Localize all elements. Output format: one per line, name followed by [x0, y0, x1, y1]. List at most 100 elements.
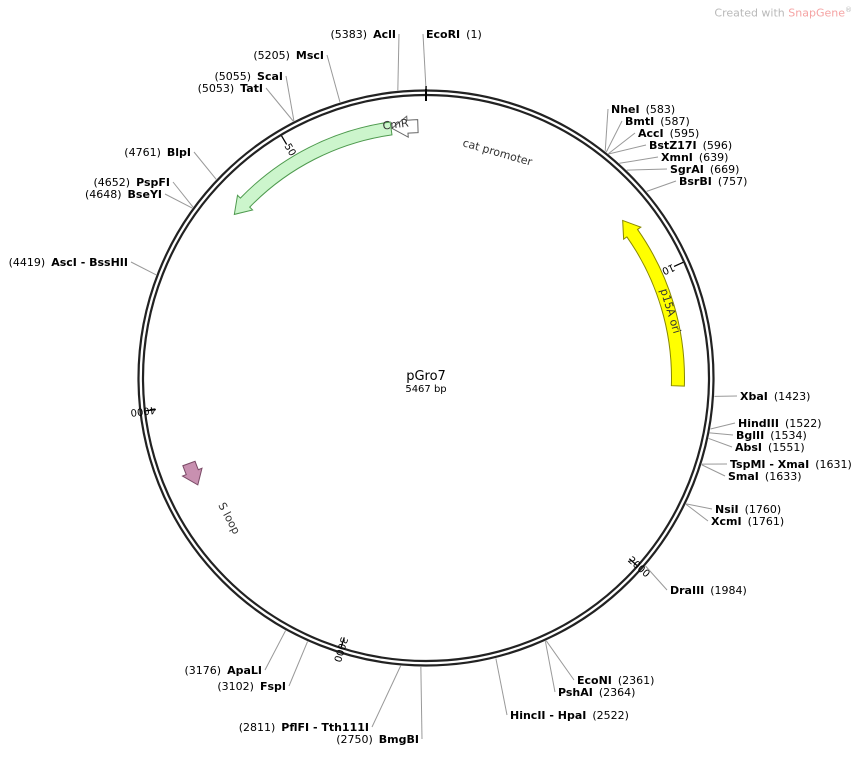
snapgene-credit: Created with SnapGene® — [714, 6, 852, 20]
site-fspi[interactable]: FspI(3102) — [217, 641, 308, 693]
site-acci[interactable]: AccI(595) — [608, 127, 699, 155]
site-name: BglII — [736, 429, 764, 442]
site-name: NheI — [611, 103, 640, 116]
site-leader — [709, 432, 734, 436]
site-position: (2811) — [239, 721, 276, 734]
site-name: MscI — [296, 49, 324, 62]
credit-prefix: Created with — [714, 6, 789, 20]
site-position: (757) — [718, 175, 748, 188]
site-name: SmaI — [728, 470, 759, 483]
site-name: EcoRI — [426, 28, 460, 41]
site-position: (2522) — [592, 709, 629, 722]
site-leader — [193, 151, 217, 180]
feature-cat-promoter — [391, 115, 419, 139]
site-tati[interactable]: TatI(5053) — [198, 82, 294, 122]
site-leader — [545, 640, 575, 681]
tick-1000 — [673, 261, 684, 268]
site-position: (4648) — [85, 188, 122, 201]
feature-cmr — [233, 121, 393, 216]
site-name: FspI — [260, 680, 286, 693]
site-leader — [397, 33, 400, 91]
site-bseyi[interactable]: BseYI (4648) — [85, 188, 193, 209]
site-xbai[interactable]: XbaI(1423) — [714, 390, 810, 403]
site-name: ScaI — [257, 70, 283, 83]
site-asci-bsshii[interactable]: AscI - BssHII(4419) — [9, 256, 157, 276]
site-position: (5383) — [331, 28, 368, 41]
tick-3000 — [340, 637, 345, 648]
site-xmni[interactable]: XmnI (639) — [619, 151, 728, 164]
credit-brand: SnapGene — [788, 6, 845, 20]
site-position: (5053) — [198, 82, 235, 95]
site-position: (2750) — [336, 733, 373, 746]
site-position: (587) — [660, 115, 690, 128]
site-absi[interactable]: AbsI(1551) — [708, 437, 805, 454]
site-leader — [686, 503, 713, 510]
site-leader — [326, 54, 341, 103]
site-leader — [544, 641, 556, 693]
site-sgrai[interactable]: SgrAI(669) — [626, 163, 740, 176]
site-leader — [265, 87, 294, 122]
site-position: (4419) — [9, 256, 46, 269]
site-msci[interactable]: MscI (5205) — [253, 49, 341, 103]
site-scai[interactable]: ScaI(5055) — [214, 70, 295, 122]
site-acli[interactable]: AclI (5383) — [331, 28, 400, 91]
site-name: NsiI — [715, 503, 739, 516]
site-leader — [130, 261, 157, 276]
site-hindiii[interactable]: HindIII (1522) — [710, 417, 822, 430]
site-name: AccI — [638, 127, 664, 140]
site-name: PflFI - Tth111I — [281, 721, 369, 734]
site-draiii[interactable]: DraIII(1984) — [645, 565, 747, 597]
site-leader — [285, 75, 295, 122]
site-position: (639) — [699, 151, 729, 164]
tick-label-4000: 4000 — [130, 404, 157, 418]
site-xcmi[interactable]: XcmI(1761) — [685, 503, 784, 528]
site-name: ApaLI — [227, 664, 262, 677]
site-position: (5205) — [253, 49, 290, 62]
site-leader — [619, 156, 659, 164]
site-bmti[interactable]: BmtI(587) — [605, 115, 690, 153]
site-name: EcoNI — [577, 674, 612, 687]
site-leader — [164, 193, 193, 209]
restriction-sites: EcoRI (1) AclI (5383) MscI (5205) ScaI(5055)Ta… — [9, 28, 852, 746]
site-position: (1633) — [765, 470, 802, 483]
site-nsii[interactable]: NsiI (1760) — [686, 503, 781, 516]
site-smai[interactable]: SmaI (1633) — [701, 464, 802, 483]
site-econi[interactable]: EcoNI(2361) — [545, 640, 654, 687]
site-position: (1) — [466, 28, 482, 41]
site-bglii[interactable]: BglII (1534) — [709, 429, 807, 442]
site-name: HindIII — [738, 417, 779, 430]
site-pspfi[interactable]: PspFI(4652) — [94, 176, 194, 208]
site-position: (1760) — [745, 503, 782, 516]
site-name: AclI — [373, 28, 396, 41]
site-leader — [708, 437, 733, 448]
site-apali[interactable]: ApaLI(3176) — [185, 630, 287, 677]
site-pshai[interactable]: PshAI(2364) — [544, 641, 635, 699]
site-leader — [604, 108, 609, 152]
site-leader — [420, 666, 423, 740]
site-blpi[interactable]: BlpI(4761) — [124, 146, 217, 180]
site-name: PspFI — [136, 176, 170, 189]
site-bstz17i[interactable]: BstZ17I(596) — [608, 139, 733, 155]
site-position: (4761) — [124, 146, 161, 159]
site-pflfi-tth111i[interactable]: PflFI - Tth111I (2811) — [239, 665, 402, 734]
site-position: (1423) — [774, 390, 811, 403]
site-bmgbi[interactable]: BmgBI(2750) — [336, 666, 423, 746]
site-position: (1631) — [815, 458, 852, 471]
site-name: HincII - HpaI — [510, 709, 586, 722]
feature-label-s-loop: S loop — [215, 500, 242, 536]
site-tspmi-xmai[interactable]: TspMI - XmaI(1631) — [701, 458, 852, 471]
site-bsrbi[interactable]: BsrBI(757) — [646, 175, 748, 192]
site-name: XcmI — [711, 515, 742, 528]
site-position: (1522) — [785, 417, 822, 430]
site-name: BseYI — [128, 188, 162, 201]
site-leader — [710, 422, 736, 430]
site-position: (1534) — [770, 429, 807, 442]
tick-2000 — [628, 558, 638, 566]
site-hincii-hpai[interactable]: HincII - HpaI (2522) — [495, 658, 629, 722]
site-name: XmnI — [661, 151, 693, 164]
site-leader — [172, 181, 194, 208]
site-nhei[interactable]: NheI(583) — [604, 103, 675, 152]
site-ecori[interactable]: EcoRI (1) — [422, 28, 482, 90]
